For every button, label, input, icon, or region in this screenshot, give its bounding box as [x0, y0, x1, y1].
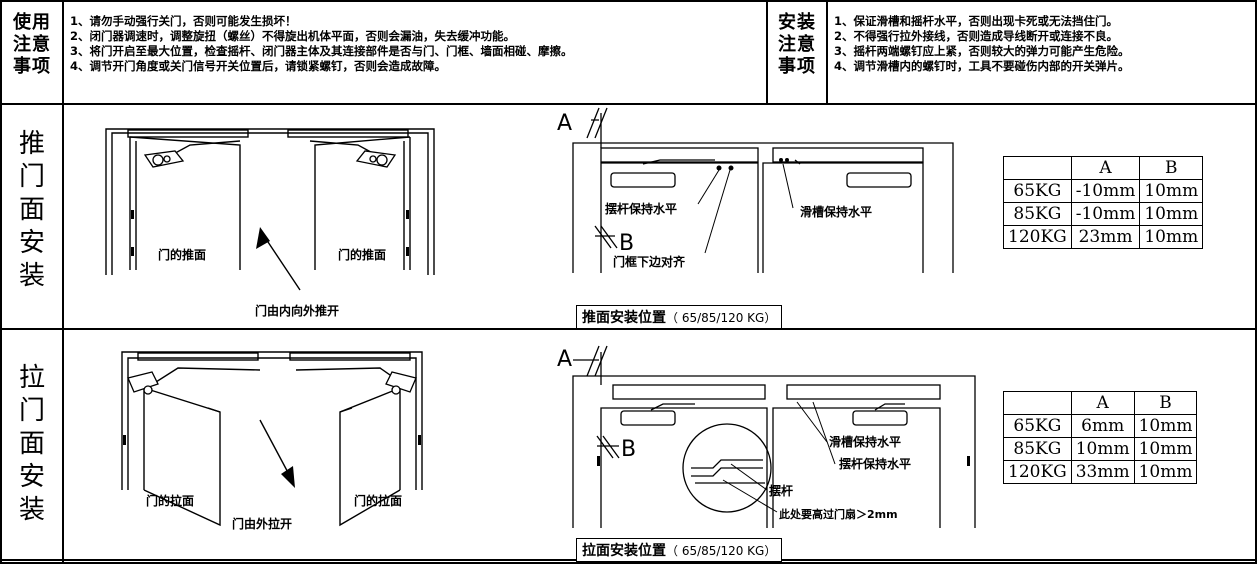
divider-header — [0, 103, 1257, 105]
pull-track-level-label: 滑槽保持水平 — [829, 434, 901, 449]
table-cell: 65KG — [1003, 179, 1072, 203]
table-row: 85KG 10mm 10mm — [1003, 437, 1198, 461]
push-direction-label: 门由内向外推开 — [255, 303, 339, 318]
push-left-door-label: 门的推面 — [158, 247, 206, 262]
push-side-label: 推 门 面 安 装 — [2, 128, 62, 293]
push-arm-level-label: 摆杆保持水平 — [605, 201, 677, 216]
pull-caption: 拉面安装位置（ 65/85/120 KG） — [576, 538, 783, 562]
push-side-char-3: 面 — [18, 195, 45, 225]
push-door-drawing: 门的推面 门的推面 门由内向外推开 — [105, 128, 435, 318]
pull-door-drawing: 门的拉面 门的拉面 门由外拉开 — [121, 351, 423, 531]
table-cell: 120KG — [1003, 460, 1072, 484]
install-notes-title: 安装 注意 事项 — [768, 12, 826, 78]
table-cell: 10mm — [1139, 202, 1204, 226]
push-caption-spec: （ 65/85/120 KG） — [666, 311, 777, 325]
usage-notes-title: 使用 注意 事项 — [4, 12, 60, 78]
table-header-a: A — [1070, 391, 1135, 415]
table-row: A B — [1003, 156, 1204, 180]
table-cell: 10mm — [1139, 225, 1204, 249]
table-header-a: A — [1070, 156, 1141, 180]
table-cell: 10mm — [1139, 179, 1204, 203]
table-row: 65KG -10mm 10mm — [1003, 179, 1204, 203]
pull-position-drawing: A B 滑槽保持水平 摆杆保持水平 摆杆 此处要高过门扇＞2mm — [557, 345, 976, 528]
pull-side-char-5: 装 — [18, 495, 45, 525]
table-row: 85KG -10mm 10mm — [1003, 202, 1204, 226]
table-row: 120KG 33mm 10mm — [1003, 460, 1198, 484]
table-cell: 65KG — [1003, 414, 1072, 438]
push-side-char-5: 装 — [18, 261, 45, 291]
pull-side-char-3: 面 — [18, 429, 45, 459]
table-cell: 85KG — [1003, 202, 1072, 226]
usage-note-2: 2、闭门器调速时，调整旋扭（螺丝）不得旋出机体平面，否则会漏油，失去缓冲功能。 — [70, 29, 515, 43]
push-spec-table: A B 65KG -10mm 10mm 85KG -10mm 10mm 120K… — [1003, 156, 1204, 249]
table-cell: -10mm — [1070, 179, 1141, 203]
table-cell: 120KG — [1003, 225, 1072, 249]
usage-note-1: 1、请勿手动强行关门，否则可能发生损坏！ — [70, 14, 297, 28]
divider-header-middle-right — [826, 0, 828, 104]
push-side-char-2: 门 — [18, 162, 45, 192]
table-cell: 10mm — [1070, 437, 1135, 461]
table-cell: 10mm — [1133, 414, 1198, 438]
divider-push-pull — [0, 328, 1257, 330]
usage-notes-list: 1、请勿手动强行关门，否则可能发生损坏！ 2、闭门器调速时，调整旋扭（螺丝）不得… — [70, 14, 573, 74]
pull-side-char-4: 安 — [18, 462, 45, 492]
push-caption-main: 推面安装位置 — [582, 310, 666, 326]
pull-marker-b: B — [621, 437, 636, 462]
pull-direction-label: 门由外拉开 — [232, 516, 292, 531]
push-position-drawing: A B 摆杆保持水平 滑槽保持水平 门框下边对齐 — [557, 107, 954, 273]
push-side-char-1: 推 — [18, 129, 45, 159]
usage-title-text: 使用 注意 事项 — [13, 12, 51, 77]
table-cell: -10mm — [1070, 202, 1141, 226]
divider-header-middle-left — [766, 0, 768, 104]
install-notes-list: 1、保证滑槽和摇杆水平，否则出现卡死或无法挡住门。 2、不得强行拉外接线，否则造… — [834, 14, 1130, 74]
push-frame-align-label: 门框下边对齐 — [613, 254, 686, 269]
table-cell: 33mm — [1070, 460, 1135, 484]
install-note-4: 4、调节滑槽内的螺钉时，工具不要碰伤内部的开关弹片。 — [834, 59, 1130, 73]
pull-side-char-1: 拉 — [18, 363, 45, 393]
table-cell: 10mm — [1133, 437, 1198, 461]
table-cell: 10mm — [1133, 460, 1198, 484]
table-header-b: B — [1139, 156, 1204, 180]
push-caption: 推面安装位置（ 65/85/120 KG） — [576, 305, 783, 329]
pull-caption-main: 拉面安装位置 — [582, 543, 666, 559]
pull-rocker-label: 摆杆 — [769, 483, 793, 498]
pull-side-label: 拉 门 面 安 装 — [2, 362, 62, 527]
table-row: 120KG 23mm 10mm — [1003, 225, 1204, 249]
table-cell: 6mm — [1070, 414, 1135, 438]
push-track-level-label: 滑槽保持水平 — [800, 204, 872, 219]
pull-arm-level-label: 摆杆保持水平 — [839, 456, 911, 471]
push-side-char-4: 安 — [18, 228, 45, 258]
install-title-text: 安装 注意 事项 — [778, 12, 816, 77]
pull-caption-spec: （ 65/85/120 KG） — [666, 544, 777, 558]
pull-marker-a: A — [557, 347, 572, 372]
table-row: 65KG 6mm 10mm — [1003, 414, 1198, 438]
pull-spec-table: A B 65KG 6mm 10mm 85KG 10mm 10mm 120KG 3… — [1003, 391, 1198, 484]
pull-side-char-2: 门 — [18, 396, 45, 426]
push-right-door-label: 门的推面 — [338, 247, 386, 262]
table-cell: 23mm — [1070, 225, 1141, 249]
install-note-1: 1、保证滑槽和摇杆水平，否则出现卡死或无法挡住门。 — [834, 14, 1118, 28]
push-marker-a: A — [557, 111, 572, 136]
pull-right-door-label: 门的拉面 — [354, 493, 402, 508]
table-header-b: B — [1133, 391, 1198, 415]
divider-label-column — [62, 0, 64, 564]
usage-note-3: 3、将门开启至最大位置，检查摇杆、闭门器主体及其连接部件是否与门、门框、墙面相碰… — [70, 44, 573, 58]
pull-left-door-label: 门的拉面 — [146, 493, 194, 508]
usage-note-4: 4、调节开门角度或关门信号开关位置后，请锁紧螺钉，否则会造成故障。 — [70, 59, 446, 73]
pull-clearance-label: 此处要高过门扇＞2mm — [779, 507, 898, 521]
table-cell — [1003, 156, 1072, 180]
table-cell — [1003, 391, 1072, 415]
table-cell: 85KG — [1003, 437, 1072, 461]
push-marker-b: B — [619, 231, 634, 256]
install-note-3: 3、摇杆两端螺钉应上紧，否则较大的弹力可能产生危险。 — [834, 44, 1130, 58]
table-row: A B — [1003, 391, 1198, 415]
install-note-2: 2、不得强行拉外接线，否则造成导线断开或连接不良。 — [834, 29, 1118, 43]
